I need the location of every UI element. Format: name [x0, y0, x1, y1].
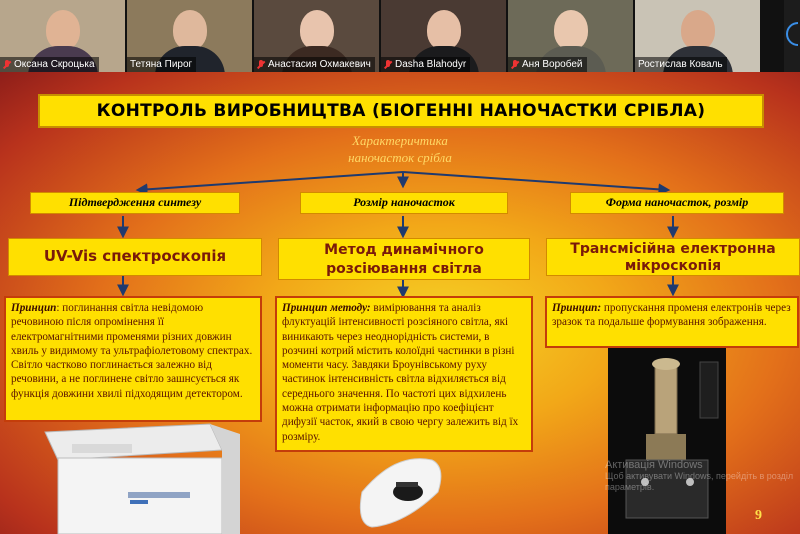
participant-name: Оксана Скроцька: [14, 59, 95, 70]
mic-muted-icon: [511, 59, 519, 70]
participant-face: [299, 10, 334, 50]
participant-name: Анастасия Охмакевич: [268, 59, 371, 70]
participant-face: [426, 10, 461, 50]
desc-dls: Принцип методу: вимірювання та аналіз фл…: [275, 296, 533, 452]
slide-page-number: 9: [755, 508, 762, 523]
desc-tem-text: пропускання променя електронів через зра…: [552, 302, 791, 329]
participant-tile[interactable]: Анастасия Охмакевич: [254, 0, 379, 72]
arrow-root-right: [402, 171, 671, 196]
participant-tile[interactable]: Тетяна Пирог: [127, 0, 252, 72]
mic-muted-icon: [3, 59, 11, 70]
slide-title: КОНТРОЛЬ ВИРОБНИЦТВА (БІОГЕННІ НАНОЧАСТК…: [38, 94, 764, 128]
header-size: Розмір наночасток: [300, 192, 508, 214]
participant-name: Dasha Blahodyr: [395, 59, 467, 70]
mic-muted-icon: [257, 59, 265, 70]
method-uvvis: UV-Vis спектроскопія: [8, 238, 262, 276]
participant-name-tag: Ростислав Коваль: [635, 57, 727, 72]
tem-microscope-image: [608, 347, 726, 534]
windows-activation-watermark: Активація Windows Щоб активувати Windows…: [605, 460, 795, 493]
method-tem-line-2: мікроскопія: [624, 258, 722, 274]
desc-dls-text: вимірювання та аналіз флуктуацій інтенси…: [282, 302, 519, 443]
slide-subtitle: Характеричтика наночасток срібла: [300, 132, 500, 166]
participant-name-tag: Тетяна Пирог: [127, 57, 197, 72]
participant-face: [553, 10, 588, 50]
participant-tile[interactable]: Dasha Blahodyr: [381, 0, 506, 72]
participant-name: Аня Воробей: [522, 59, 583, 70]
arrow-root-left: [135, 171, 404, 196]
method-tem-line-1: Трансмісійна електронна: [570, 241, 776, 257]
participant-tile[interactable]: Аня Воробей: [508, 0, 633, 72]
desc-uvvis: Принцип: поглинання світла невідомою реч…: [4, 296, 262, 422]
subtitle-line-2: наночасток срібла: [348, 150, 452, 165]
participant-name: Ростислав Коваль: [638, 59, 723, 70]
dls-analyzer-image: [359, 458, 442, 528]
participant-face: [45, 10, 80, 50]
method-uvvis-label: UV-Vis спектроскопія: [43, 247, 227, 265]
chevron-right-icon: [786, 22, 798, 46]
presentation-slide: КОНТРОЛЬ ВИРОБНИЦТВА (БІОГЕННІ НАНОЧАСТК…: [0, 72, 800, 534]
desc-tem-label: Принцип:: [552, 302, 602, 314]
desc-uvvis-text: : поглинання світла невідомою речовиною …: [11, 302, 253, 400]
participant-name-tag: Dasha Blahodyr: [381, 57, 471, 72]
participant-name-tag: Анастасия Охмакевич: [254, 57, 375, 72]
participant-strip: Оксана Скроцька Тетяна Пирог Анастасия О…: [0, 0, 800, 72]
method-tem: Трансмісійна електронна мікроскопія: [546, 238, 800, 276]
participant-face: [680, 10, 715, 50]
method-dls-line-1: Метод динамічного: [324, 242, 484, 258]
desc-tem: Принцип: пропускання променя електронів …: [545, 296, 799, 348]
watermark-title: Активація Windows: [605, 459, 703, 471]
method-dls-line-2: розсіювання світла: [326, 261, 482, 277]
watermark-text: Щоб активувати Windows, перейдіть в розд…: [605, 471, 794, 492]
mic-muted-icon: [384, 59, 392, 70]
participant-name: Тетяна Пирог: [130, 59, 193, 70]
subtitle-line-1: Характеричтика: [352, 133, 448, 148]
participant-tile[interactable]: Оксана Скроцька: [0, 0, 125, 72]
method-dls: Метод динамічного розсіювання світла: [278, 238, 530, 280]
participant-name-tag: Оксана Скроцька: [0, 57, 99, 72]
strip-scroll-handle[interactable]: [784, 0, 800, 72]
hierarchy-arrows: [44, 171, 726, 534]
header-synthesis: Підтвердження синтезу: [30, 192, 240, 214]
participant-face: [172, 10, 207, 50]
desc-dls-label: Принцип методу:: [282, 302, 371, 314]
participant-tile[interactable]: Ростислав Коваль: [635, 0, 760, 72]
participant-name-tag: Аня Воробей: [508, 57, 587, 72]
header-shape: Форма наночасток, розмір: [570, 192, 784, 214]
spectrophotometer-image: [44, 423, 240, 534]
desc-uvvis-label: Принцип: [11, 302, 57, 314]
